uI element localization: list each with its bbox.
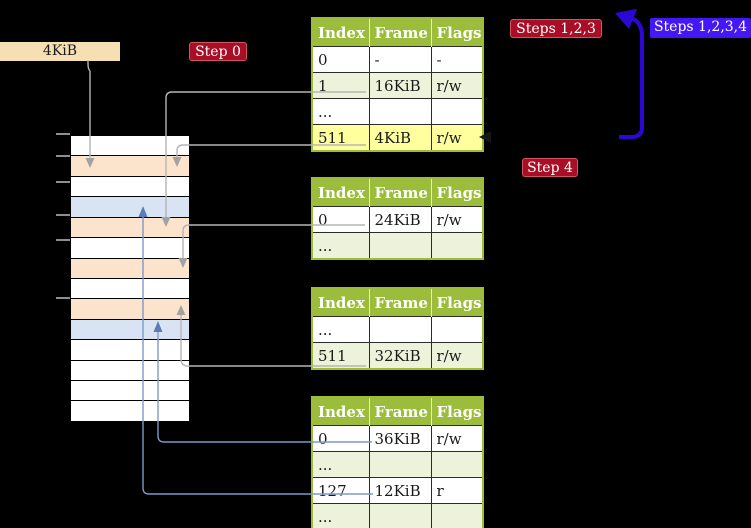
cell-frame: -	[368, 46, 432, 73]
cell-index: 0	[311, 46, 370, 73]
column-header-flags: Flags	[431, 178, 483, 207]
cell-flags	[430, 316, 483, 343]
table-row: ...	[311, 316, 483, 343]
cell-index: ...	[311, 232, 370, 260]
memory-row-5-page-table	[71, 217, 189, 239]
memory-row-7-page-table	[71, 258, 189, 279]
table-header-row: Index Frame Flags	[312, 178, 483, 207]
memory-tick	[56, 133, 70, 135]
memory-row-12-free	[71, 360, 189, 382]
cell-flags: r	[430, 477, 483, 504]
cell-flags: r/w	[430, 342, 483, 370]
step4-badge: Step 4	[522, 158, 578, 177]
memory-row-2-page-table	[71, 156, 189, 177]
table-row: 1 16KiB r/w	[311, 72, 483, 99]
steps1234-badge: Steps 1,2,3,4	[650, 18, 751, 38]
memory-tick	[56, 214, 70, 216]
memory-row-13-free	[71, 381, 189, 402]
cell-flags	[430, 451, 483, 478]
cell-flags: r/w	[430, 72, 483, 99]
column-header-frame: Frame	[369, 18, 432, 47]
cell-index: 0	[311, 206, 370, 233]
cell-flags	[430, 503, 483, 528]
memory-row-6-free	[71, 238, 189, 259]
table-header-row: Index Frame Flags	[312, 397, 483, 426]
cell-index: 0	[311, 425, 370, 452]
column-header-index: Index	[312, 288, 370, 317]
memory-tick	[56, 181, 70, 183]
cell-flags: r/w	[430, 425, 483, 452]
memory-tick	[56, 155, 70, 157]
steps123-badge: Steps 1,2,3	[510, 19, 602, 38]
column-header-frame: Frame	[369, 178, 432, 207]
memory-tick	[56, 297, 70, 299]
cell-index: 1	[311, 72, 370, 99]
table-row: 0 36KiB r/w	[311, 425, 483, 452]
cell-frame: 32KiB	[368, 342, 432, 370]
column-header-frame: Frame	[369, 288, 432, 317]
column-header-flags: Flags	[431, 288, 483, 317]
memory-tick	[56, 239, 70, 241]
table-row: 0 24KiB r/w	[311, 206, 483, 233]
cell-frame: 36KiB	[368, 425, 432, 452]
page-table-level4: Index Frame Flags 0 - - 1 16KiB r/w ... …	[311, 17, 484, 152]
cell-frame: 4KiB	[368, 124, 432, 152]
page-table-level1: Index Frame Flags 0 36KiB r/w ... 127 12…	[311, 396, 484, 528]
table-row: ...	[311, 503, 483, 528]
page-table-level3: Index Frame Flags 0 24KiB r/w ...	[311, 177, 484, 260]
table-row: 511 32KiB r/w	[311, 342, 483, 370]
table-header-row: Index Frame Flags	[312, 288, 483, 317]
table-row: 127 12KiB r	[311, 477, 483, 504]
column-header-index: Index	[312, 178, 370, 207]
memory-row-1-free	[71, 136, 189, 157]
table-row: ...	[311, 98, 483, 125]
step0-badge: Step 0	[189, 42, 247, 61]
cell-index: 511	[311, 124, 370, 152]
cell-flags: -	[430, 46, 483, 73]
page-size-label: 4KiB	[0, 42, 120, 61]
column-header-flags: Flags	[431, 18, 483, 47]
cell-index: 511	[311, 342, 370, 370]
cell-flags	[430, 98, 483, 125]
column-header-index: Index	[312, 18, 370, 47]
cell-index: ...	[311, 316, 370, 343]
cell-frame	[368, 98, 432, 125]
cell-frame	[368, 316, 432, 343]
memory-row-4-mapped-page	[71, 197, 189, 218]
cell-index: ...	[311, 451, 370, 478]
cell-frame	[368, 503, 432, 528]
column-header-index: Index	[312, 397, 370, 426]
cell-flags: r/w	[430, 124, 483, 152]
column-header-frame: Frame	[369, 397, 432, 426]
table-row: 0 - -	[311, 46, 483, 73]
physical-memory-column	[70, 135, 190, 422]
cell-index: ...	[311, 503, 370, 528]
column-header-flags: Flags	[431, 397, 483, 426]
cell-frame: 24KiB	[368, 206, 432, 233]
cell-flags	[430, 232, 483, 260]
cell-frame: 16KiB	[368, 72, 432, 99]
memory-row-8-free	[71, 278, 189, 300]
cell-index: ...	[311, 98, 370, 125]
cell-frame: 12KiB	[368, 477, 432, 504]
table-row-highlighted: 511 4KiB r/w	[311, 124, 483, 152]
memory-row-9-page-table	[71, 299, 189, 320]
memory-row-3-free	[71, 176, 189, 198]
cell-flags: r/w	[430, 206, 483, 233]
page-table-level2: Index Frame Flags ... 511 32KiB r/w	[311, 287, 484, 370]
table-row: ...	[311, 232, 483, 260]
cell-frame	[368, 232, 432, 260]
cell-frame	[368, 451, 432, 478]
cell-index: 127	[311, 477, 370, 504]
memory-row-14-free	[71, 401, 189, 421]
table-header-row: Index Frame Flags	[312, 18, 483, 47]
memory-row-10-mapped-page	[71, 319, 189, 341]
table-row: ...	[311, 451, 483, 478]
memory-row-11-free	[71, 340, 189, 361]
